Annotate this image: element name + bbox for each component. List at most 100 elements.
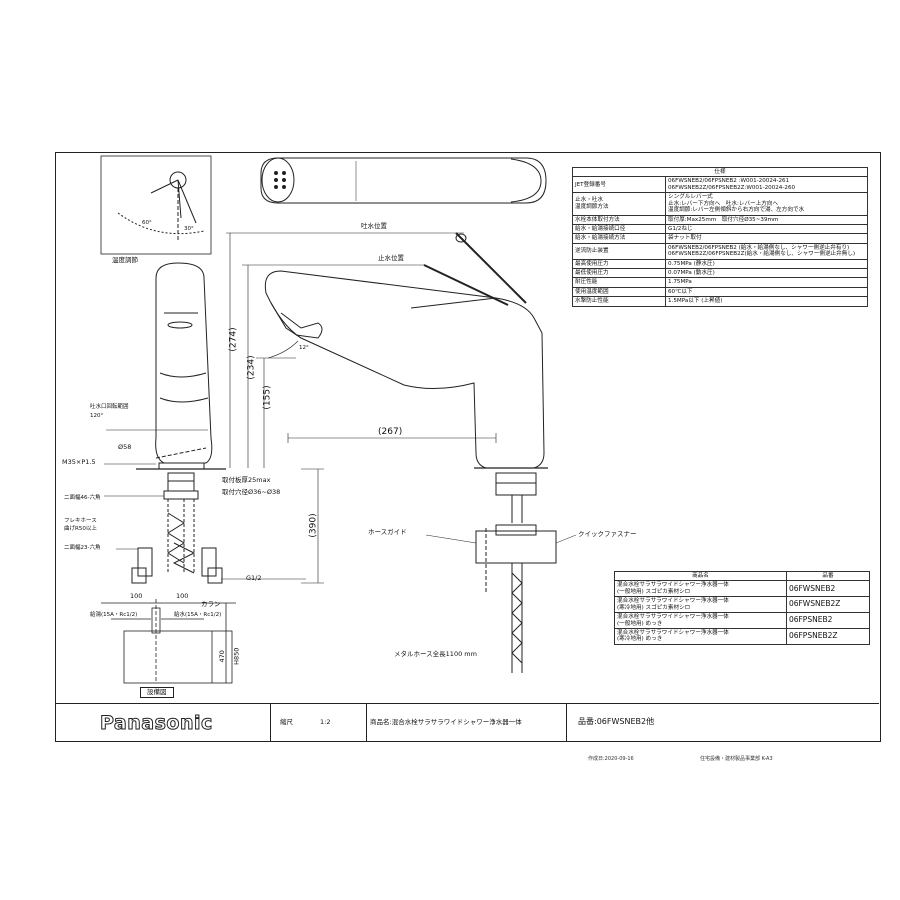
- product-part-cell: 06FWSNEB2: [785, 580, 871, 598]
- stop-position-label: 止水位置: [378, 254, 404, 262]
- spout-rotation-label: 吐水口回転範囲: [90, 404, 129, 410]
- product-header-row: 商品名品番: [614, 570, 871, 582]
- created-date: 作成日:2020-09-16: [588, 756, 634, 762]
- table-row: 給水・給湯接続方法袋ナット取付: [572, 233, 868, 244]
- product-name: 商品名:混合水栓サラサラワイドシャワー浄水器一体: [370, 718, 522, 726]
- spec-value: G1/2ねじ: [665, 223, 868, 235]
- hex46-label: 二面幅46-六角: [64, 495, 101, 501]
- spec-key: 耐圧性能: [572, 277, 666, 288]
- spec-key: 給水・給湯接続方法: [572, 233, 666, 244]
- dim-390: (390): [308, 513, 319, 538]
- spec-key: 水撃防止性能: [572, 296, 666, 307]
- dim-470: 470: [217, 650, 226, 663]
- spec-value: 0.75MPa (静水圧): [665, 258, 868, 270]
- installation-figure: [101, 599, 236, 684]
- dim-12-angle: 12°: [299, 345, 309, 351]
- spec-value: 1.5MPa以下 (上昇値): [665, 296, 868, 307]
- product-name-cell: 混合水栓サラサラワイドシャワー浄水器一体(寒冷地用) めっき: [614, 627, 787, 645]
- spec-value: 1.75MPa: [665, 277, 868, 288]
- dim-100-right: 100: [176, 592, 189, 600]
- spec-key: 使用温度範囲: [572, 286, 666, 298]
- temperature-adjust-view: [100, 155, 212, 255]
- spout-rotation-angle: 120°: [90, 413, 104, 419]
- spec-key: 給水・給湯接続口径: [572, 223, 666, 235]
- spec-key: 最低使用圧力: [572, 268, 666, 279]
- flex-hose-bend-label: 曲げR50以上: [64, 526, 97, 532]
- dim-155: (155): [262, 385, 273, 410]
- spec-value: 取付厚:Max25mm 取付穴径Ø35~39mm: [665, 214, 868, 225]
- product-table: 商品名品番混合水栓サラサラワイドシャワー浄水器一体(一般地用) スゴピカ素材シロ…: [614, 570, 871, 645]
- dim-100-left: 100: [130, 592, 143, 600]
- g12-label: G1/2: [246, 574, 262, 582]
- product-name-cell: 混合水栓サラサラワイドシャワー浄水器一体(一般地用) スゴピカ素材シロ: [614, 580, 787, 598]
- product-name-cell: 商品名:混合水栓サラサラワイドシャワー浄水器一体: [366, 704, 567, 742]
- thread-label: M35×P1.5: [62, 458, 96, 466]
- hot-water-label: 給湯(15A・Rc1/2): [90, 612, 138, 618]
- product-part-cell: 06FPSNEB2Z: [785, 627, 871, 645]
- faucet-front-view: [131, 262, 226, 584]
- collar-label: カラン: [201, 600, 221, 608]
- hex23-label: 二面幅23-六角: [64, 545, 101, 551]
- dimension-lines: [226, 232, 497, 584]
- dim-267: (267): [378, 427, 403, 437]
- part-no: 品番:06FWSNEB2他: [578, 717, 655, 726]
- angle-30-label: 30°: [184, 226, 194, 232]
- table-row: 水栓本体取付方法取付厚:Max25mm 取付穴径Ø35~39mm: [572, 214, 868, 225]
- product-header-name: 商品名: [614, 570, 787, 582]
- mount-thickness-label: 取付板厚25max: [222, 476, 271, 484]
- spout-position-label: 吐水位置: [361, 222, 387, 230]
- spec-value: 0.07MPa (動水圧): [665, 268, 868, 279]
- drawing-sheet: 温度調節 60° 30° 吐水位置 止水位置 (274) (234) (155)…: [55, 152, 881, 742]
- dim-274: (274): [228, 327, 239, 352]
- metal-hose-label: メタルホース全長1100 mm: [394, 650, 477, 658]
- spec-key: 止水・吐水温度調節方法: [572, 192, 666, 216]
- product-header-part: 品番: [785, 570, 871, 582]
- cold-water-label: 給水(15A・Rc1/2): [174, 612, 222, 618]
- angle-60-label: 60°: [142, 220, 152, 226]
- faucet-side-view: [264, 232, 557, 673]
- copyright-note: 住宅設備・建材製品事業部 K-A3: [700, 756, 773, 762]
- technical-drawing: [100, 155, 577, 684]
- product-name-cell: 混合水栓サラサラワイドシャワー浄水器一体(寒冷地用) スゴピカ素材シロ: [614, 596, 787, 614]
- product-name-cell: 混合水栓サラサラワイドシャワー浄水器一体(一般地用) めっき: [614, 612, 787, 629]
- spec-value: シングルレバー式止水:レバー下方向へ 吐水:レバー上方向へ温度調節:レバー左側傾…: [665, 192, 868, 216]
- product-part-cell: 06FPSNEB2: [785, 612, 871, 629]
- mount-hole-label: 取付穴径Ø36~Ø38: [222, 488, 281, 496]
- brand-logo: Panasonic: [100, 712, 213, 735]
- spec-value: 60℃以下: [665, 286, 868, 298]
- spec-header: 仕様: [572, 166, 868, 178]
- part-no-cell: 品番:06FWSNEB2他: [566, 704, 879, 742]
- scale-cell: 縮尺 1:2: [270, 704, 367, 742]
- scale-label: 縮尺: [280, 718, 293, 726]
- spec-key: 最高使用圧力: [572, 258, 666, 270]
- title-block: Panasonic 縮尺 1:2 商品名:混合水栓サラサラワイドシャワー浄水器一…: [56, 703, 879, 742]
- dim-234: (234): [246, 355, 257, 380]
- temp-adjust-label: 温度調節: [112, 256, 138, 264]
- h850-label: H850: [232, 647, 241, 665]
- spec-value: 06FWSNEB2/06FPSNEB2 (給水・給湯側なし、シャワー側逆止弁有り…: [665, 242, 868, 260]
- install-fig-label: 設備図: [140, 687, 174, 698]
- hose-guide-label: ホースガイド: [368, 528, 407, 536]
- spec-key: 逆流防止装置: [572, 242, 666, 260]
- spec-header-row: 仕様: [572, 166, 868, 178]
- flex-hose-label: フレキホース: [64, 518, 97, 524]
- spec-key: 水栓本体取付方法: [572, 214, 666, 225]
- spec-key: JET登録番号: [572, 176, 666, 194]
- scale-value: 1:2: [320, 718, 331, 726]
- brand-cell: Panasonic: [56, 704, 271, 742]
- dia58-label: Ø58: [118, 443, 132, 451]
- quick-fastener-label: クイックファスナー: [578, 530, 637, 538]
